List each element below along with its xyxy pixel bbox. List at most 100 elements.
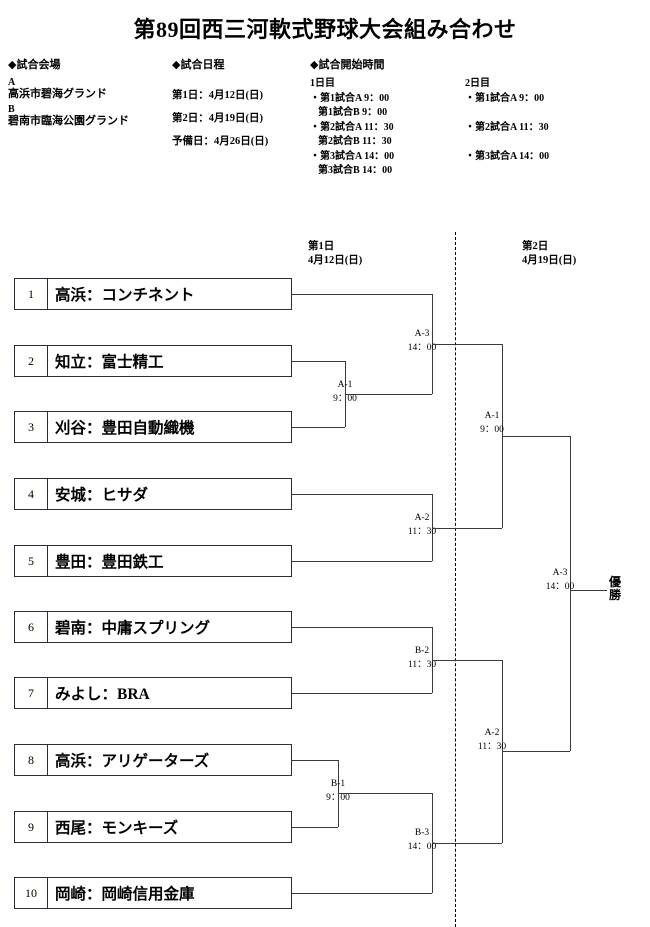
match-time: 14：00 (545, 581, 575, 592)
connector-b3-winner (432, 843, 502, 844)
match-code: A-3 (414, 329, 430, 339)
connector-team3 (292, 427, 345, 428)
table-row[interactable]: 9 西尾：モンキーズ (14, 811, 292, 843)
connector-a2-vertical (432, 494, 433, 561)
table-row[interactable]: 7 みよし：BRA (14, 677, 292, 709)
match-label-a3-day2-final: A-3 14：00 (520, 567, 600, 595)
match-code: A-2 (484, 728, 500, 738)
table-row[interactable]: 4 安城：ヒサダ (14, 478, 292, 510)
day1-game3-b: 第3試合B 14：00 (318, 164, 393, 176)
connector-team9 (292, 827, 338, 828)
match-label-a1-day1: A-1 9：00 (305, 379, 385, 407)
team-name: 安城：ヒサダ (55, 487, 149, 504)
team-seed-number: 10 (15, 878, 48, 908)
team-seed-number: 2 (15, 346, 48, 376)
table-row[interactable]: 8 高浜：アリゲーターズ (14, 744, 292, 776)
day2-game3-spacer (473, 166, 549, 177)
team-name: 高浜：コンチネント (55, 287, 195, 304)
connector-team4 (292, 494, 432, 495)
day2-label: 2日目 (465, 77, 490, 89)
match-time: 9：00 (326, 792, 350, 803)
match-time: 11：30 (477, 741, 507, 752)
team-seed-number: 7 (15, 678, 48, 708)
team-name: みよし：BRA (55, 686, 150, 703)
match-code: B-2 (414, 646, 430, 656)
venue-name-a: 高浜市碧海グランド (8, 88, 107, 101)
match-code: B-3 (414, 828, 430, 838)
champion-char-2: 勝 (608, 587, 621, 602)
connector-team6 (292, 627, 432, 628)
match-label-a2-day1: A-2 11：30 (382, 512, 462, 540)
team-name: 知立：富士精工 (55, 354, 164, 371)
day2-game2-spacer (473, 137, 549, 148)
match-label-b2-day1: B-2 11：30 (382, 645, 462, 673)
match-label-a2-day2: A-2 11：30 (452, 727, 532, 755)
table-row[interactable]: 5 豊田：豊田鉄工 (14, 545, 292, 577)
table-row[interactable]: 6 碧南：中庸スプリング (14, 611, 292, 643)
champion-label: 優 勝 (608, 576, 622, 601)
connector-final-vertical (570, 436, 571, 751)
day1-game3-a: ・第3試合A 14：00 (310, 151, 395, 163)
start-times-day2: 2日目 ・第1試合A 9：00 ・第2試合A 11：30 ・第3試合A 14：0… (465, 77, 550, 182)
schedule-heading: ◆試合日程 (172, 59, 225, 71)
schedule-section: ◆試合日程 第1日：4月12日(日) 第2日：4月19日(日) 予備日：4月26… (172, 59, 307, 159)
match-time: 9：00 (333, 393, 357, 404)
match-time: 14：00 (407, 841, 437, 852)
schedule-reserve-day: 予備日：4月26日(日) (172, 135, 269, 147)
day1-game2-a: ・第2試合A 11：30 (310, 122, 394, 134)
venue-section: ◆試合会場 A 高浜市碧海グランド B 碧南市臨海公園グランド (8, 59, 173, 132)
bracket-day1-line2: 4月12日(日) (308, 254, 363, 266)
match-label-b1-day1: B-1 9：00 (298, 778, 378, 806)
venue-name-b: 碧南市臨海公園グランド (8, 115, 129, 128)
team-name: 碧南：中庸スプリング (55, 620, 211, 637)
connector-team2 (292, 361, 345, 362)
start-times-day1: 1日目 ・第1試合A 9：00 第1試合B 9：00 ・第2試合A 11：30 … (310, 77, 395, 182)
team-name: 刈谷：豊田自動織機 (55, 420, 195, 437)
venue-label-b: B (8, 103, 15, 115)
day2-game2-a: ・第2試合A 11：30 (465, 122, 549, 134)
table-row[interactable]: 3 刈谷：豊田自動織機 (14, 411, 292, 443)
venue-entry-b: B 碧南市臨海公園グランド (8, 103, 173, 128)
connector-team7 (292, 693, 432, 694)
champion-char-1: 優 (608, 575, 621, 589)
connector-a2-winner (432, 528, 502, 529)
day1-label: 1日目 (310, 77, 335, 89)
match-code: B-1 (330, 779, 346, 789)
connector-team10 (292, 893, 432, 894)
match-time: 11：30 (407, 659, 437, 670)
table-row[interactable]: 2 知立：富士精工 (14, 345, 292, 377)
team-name: 高浜：アリゲーターズ (55, 753, 210, 770)
schedule-day1: 第1日：4月12日(日) (172, 89, 263, 101)
start-times-section: ◆試合開始時間 1日目 ・第1試合A 9：00 第1試合B 9：00 ・第2試合… (310, 59, 650, 175)
connector-champion (570, 590, 607, 591)
day1-game1-b: 第1試合B 9：00 (318, 106, 388, 118)
team-seed-number: 4 (15, 479, 48, 509)
schedule-day2: 第2日：4月19日(日) (172, 112, 263, 124)
match-label-b3-day1: B-3 14：00 (382, 827, 462, 855)
bracket-day2-header: 第2日 4月19日(日) (522, 240, 576, 267)
table-row[interactable]: 10 岡崎：岡崎信用金庫 (14, 877, 292, 909)
table-row[interactable]: 1 高浜：コンチネント (14, 278, 292, 310)
venue-label-a: A (8, 76, 16, 88)
connector-b2-winner (432, 660, 502, 661)
team-seed-number: 3 (15, 412, 48, 442)
match-time: 14：00 (407, 342, 437, 353)
team-seed-number: 6 (15, 612, 48, 642)
team-seed-number: 9 (15, 812, 48, 842)
day1-game1-a: ・第1試合A 9：00 (310, 93, 390, 105)
page-title: 第89回西三河軟式野球大会組み合わせ (133, 17, 517, 42)
team-name: 西尾：モンキーズ (55, 820, 179, 837)
match-code: A-1 (484, 411, 500, 421)
day2-game3-a: ・第3試合A 14：00 (465, 151, 550, 163)
connector-b1-winner (338, 793, 432, 794)
bracket-day2-line2: 4月19日(日) (522, 254, 577, 266)
connector-semi1-winner (502, 436, 570, 437)
connector-a1-winner (345, 394, 432, 395)
day-separator-dashed-line (455, 232, 456, 927)
connector-team8 (292, 760, 338, 761)
match-code: A-1 (337, 380, 353, 390)
team-seed-number: 1 (15, 279, 48, 309)
match-label-a1-day2: A-1 9：00 (452, 410, 532, 438)
bracket-day1-header: 第1日 4月12日(日) (308, 240, 362, 267)
